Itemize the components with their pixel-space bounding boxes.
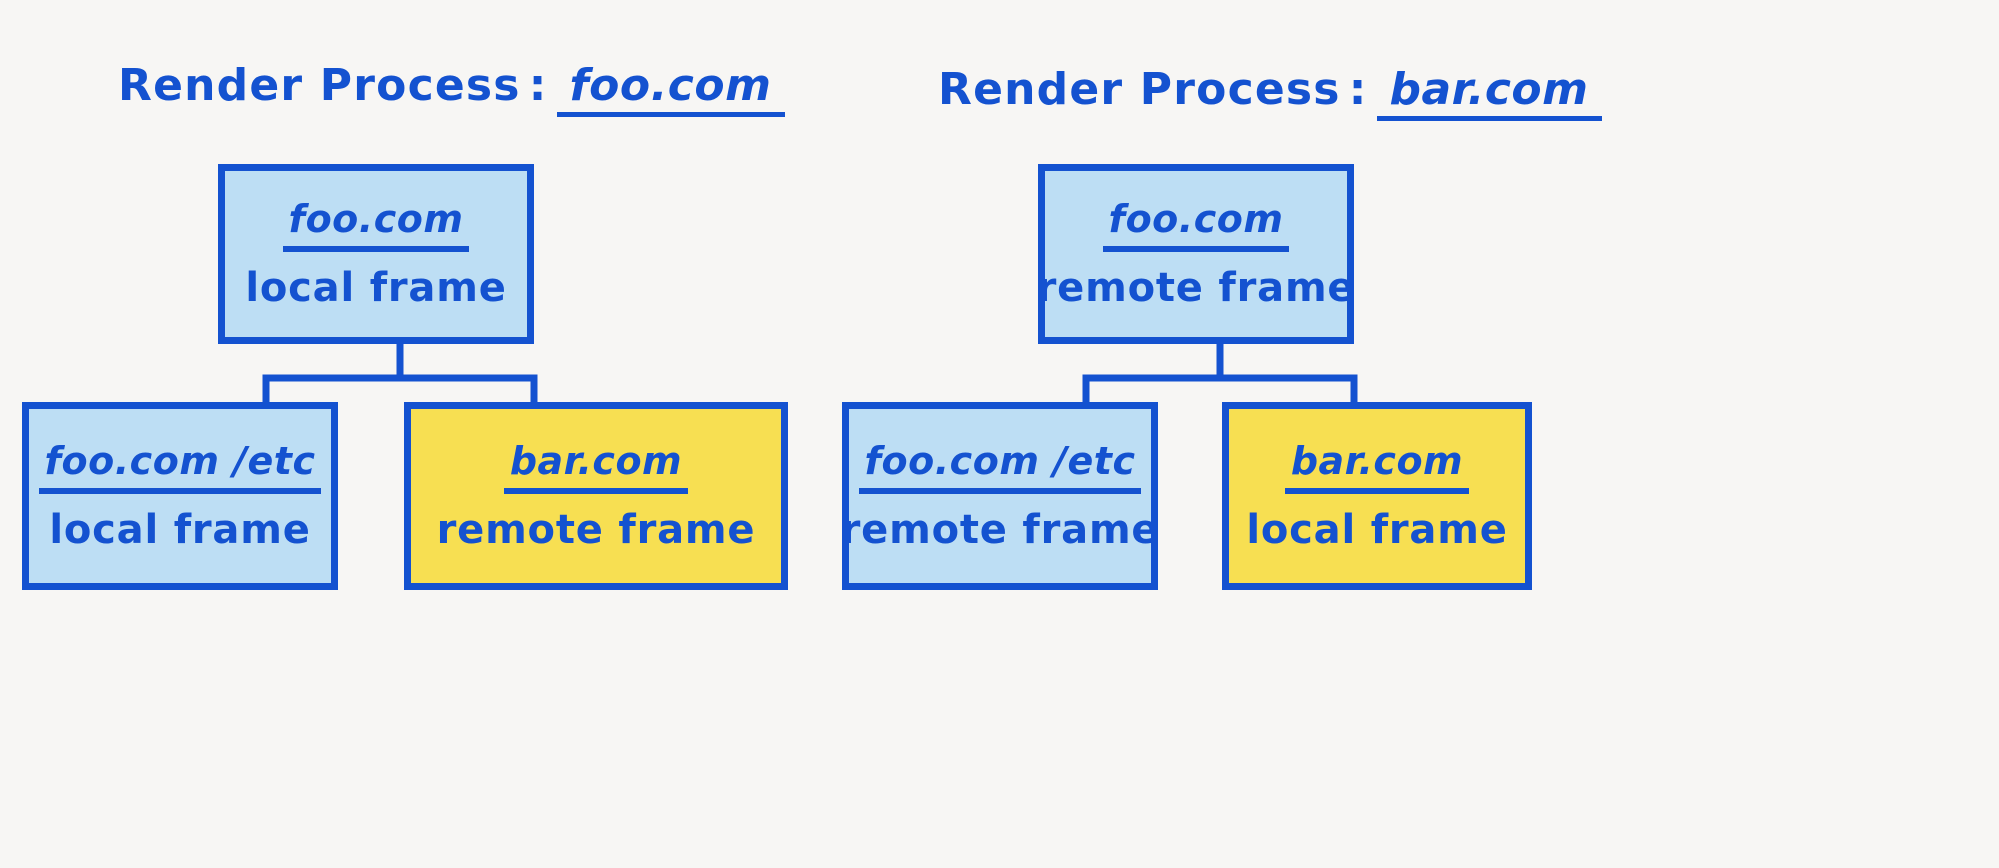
frame-kind: remote frame: [436, 507, 756, 553]
render-process-origin-left: foo.com: [557, 52, 790, 117]
render-process-origin-right: bar.com: [1377, 56, 1607, 121]
frame-kind: local frame: [49, 507, 311, 553]
frame-origin: foo.com /etc: [858, 442, 1142, 494]
frame-node-right-child-2: bar.com local frame: [1222, 402, 1532, 590]
tree-connector-left: [240, 340, 560, 408]
frame-kind: remote frame: [840, 507, 1160, 553]
frame-origin: foo.com: [1102, 200, 1290, 252]
frame-node-left-child-2: bar.com remote frame: [404, 402, 788, 590]
header-separator-left: :: [528, 60, 548, 111]
header-separator-right: :: [1348, 64, 1368, 115]
frame-kind: local frame: [1246, 507, 1508, 553]
frame-node-left-child-1: foo.com /etc local frame: [22, 402, 338, 590]
render-process-header-right: Render Process:bar.com: [938, 56, 1607, 121]
frame-origin: bar.com: [503, 442, 689, 494]
render-process-label-left: Render Process: [118, 60, 521, 111]
frame-origin: foo.com /etc: [38, 442, 322, 494]
frame-kind: remote frame: [1036, 265, 1356, 311]
connector-lines-icon: [1082, 340, 1358, 408]
render-process-header-left: Render Process:foo.com: [118, 52, 790, 117]
frame-node-left-root: foo.com local frame: [218, 164, 534, 344]
frame-origin: foo.com: [282, 200, 470, 252]
frame-kind: local frame: [245, 265, 507, 311]
connector-lines-icon: [262, 340, 538, 408]
frame-node-right-child-1: foo.com /etc remote frame: [840, 402, 1160, 590]
render-process-label-right: Render Process: [938, 64, 1341, 115]
frame-node-right-root: foo.com remote frame: [1036, 164, 1356, 344]
tree-connector-right: [1060, 340, 1380, 408]
frame-origin: bar.com: [1284, 442, 1470, 494]
